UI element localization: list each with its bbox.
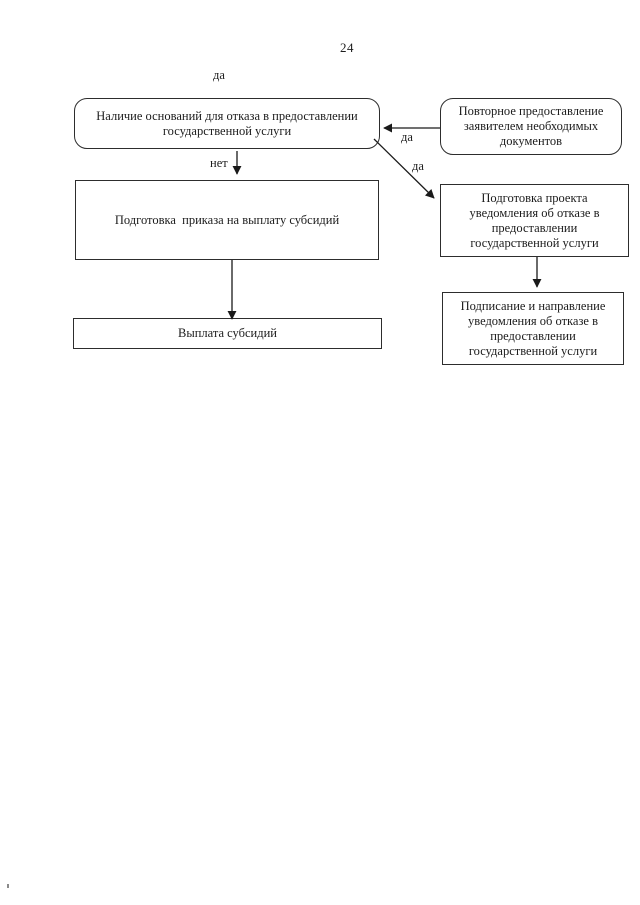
node-prepare-payout-order: Подготовка приказа на выплату субсидий	[75, 180, 379, 260]
node-prepare-refusal-notice: Подготовка проекта уведомления об отказе…	[440, 184, 629, 257]
scan-artifact-dot	[7, 884, 9, 888]
node-subsidy-payout: Выплата субсидий	[73, 318, 382, 349]
page-number: 24	[340, 40, 354, 55]
label-no-arrow: нет	[210, 156, 228, 170]
label-yes-refusal-arrow: да	[412, 159, 424, 173]
label-yes-resubmit-arrow: да	[401, 130, 413, 144]
label-yes-top: да	[213, 68, 225, 82]
node-resubmission-of-documents: Повторное предоставление заявителем необ…	[440, 98, 622, 155]
node-grounds-for-refusal: Наличие оснований для отказа в предостав…	[74, 98, 380, 149]
node-sign-send-refusal-notice: Подписание и направление уведомления об …	[442, 292, 624, 365]
arrow-yes-grounds-to-notice	[373, 138, 435, 199]
